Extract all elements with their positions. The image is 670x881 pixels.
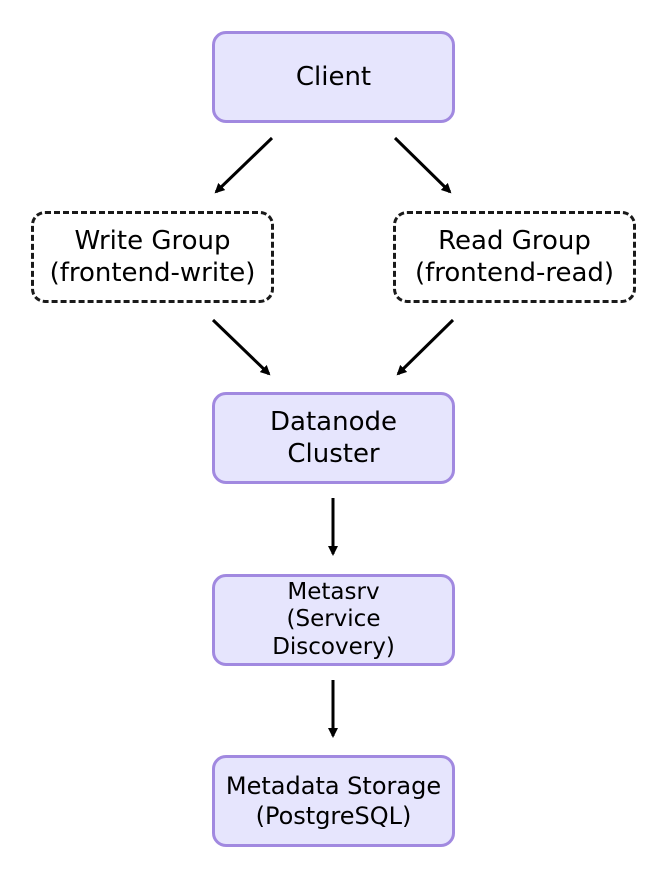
- metadata-storage-title: Metadata Storage: [225, 772, 442, 800]
- metasrv-node: Metasrv (Service Discovery): [212, 574, 455, 666]
- arrow-write-group-to-datanode: [211, 318, 271, 376]
- metadata-storage-subtitle: (PostgreSQL): [255, 802, 412, 830]
- write-group-subtitle: (frontend-write): [49, 258, 256, 288]
- metadata-storage-node: Metadata Storage (PostgreSQL): [212, 755, 455, 847]
- arrow-client-to-write-group: [214, 136, 274, 194]
- metasrv-subtitle-2: Discovery): [272, 633, 395, 660]
- read-group-title: Read Group: [438, 225, 591, 256]
- read-group-subtitle: (frontend-read): [414, 258, 615, 288]
- write-group-title: Write Group: [74, 225, 231, 256]
- arrow-client-to-read-group: [393, 136, 452, 194]
- datanode-cluster-node: Datanode Cluster: [212, 392, 455, 484]
- client-label: Client: [295, 61, 372, 92]
- read-group-node: Read Group (frontend-read): [393, 211, 636, 303]
- write-group-node: Write Group (frontend-write): [31, 211, 274, 303]
- client-node: Client: [212, 31, 455, 123]
- datanode-subtitle: Cluster: [287, 439, 380, 469]
- metasrv-title: Metasrv: [287, 579, 380, 606]
- metasrv-subtitle-1: (Service: [286, 606, 381, 633]
- arrow-read-group-to-datanode: [396, 318, 455, 376]
- datanode-title: Datanode: [270, 406, 397, 437]
